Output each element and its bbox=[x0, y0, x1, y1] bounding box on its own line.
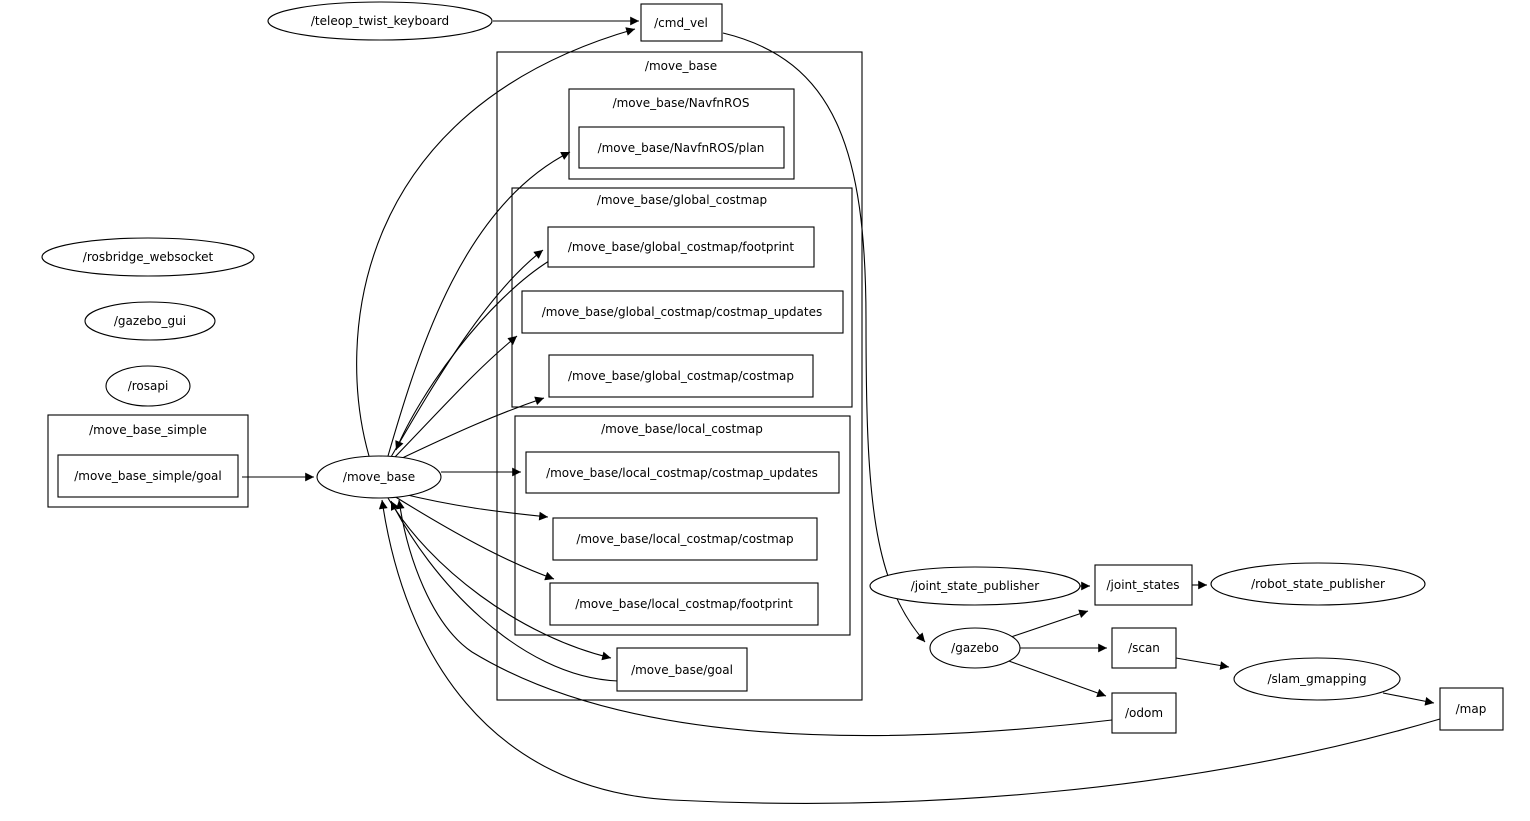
namespace-local-costmap: /move_base/local_costmap bbox=[514, 415, 851, 636]
node-move-base-label: /move_base bbox=[343, 470, 415, 484]
topic-cmd-vel-label: /cmd_vel bbox=[654, 16, 708, 30]
edges bbox=[242, 16, 1441, 804]
edge-move-base-to-global-costmap-updates bbox=[393, 335, 518, 459]
namespace-local-costmap-label: /move_base/local_costmap bbox=[601, 422, 763, 436]
node-gazebo-gui: /gazebo_gui bbox=[84, 301, 216, 341]
edge-goal-to-move-base bbox=[390, 500, 619, 682]
node-rosbridge-websocket: /rosbridge_websocket bbox=[41, 237, 255, 277]
topic-global-footprint: /move_base/global_costmap/footprint bbox=[547, 226, 815, 268]
topic-map: /map bbox=[1439, 687, 1504, 731]
node-slam-gmapping: /slam_gmapping bbox=[1233, 657, 1401, 701]
edge-move-base-to-global-footprint bbox=[390, 249, 544, 458]
node-joint-state-publisher: /joint_state_publisher bbox=[869, 566, 1081, 606]
namespace-global-costmap: /move_base/global_costmap bbox=[511, 187, 853, 408]
node-slam-gmapping-label: /slam_gmapping bbox=[1267, 672, 1366, 686]
topic-move-base-goal: /move_base/goal bbox=[616, 647, 748, 692]
node-teleop-twist-keyboard: /teleop_twist_keyboard bbox=[267, 1, 493, 41]
topic-navfn-plan-label: /move_base/NavfnROS/plan bbox=[598, 141, 765, 155]
namespace-move-base-simple: /move_base_simple bbox=[47, 414, 249, 508]
node-move-base: /move_base bbox=[316, 455, 442, 499]
topic-joint-states: /joint_states bbox=[1094, 564, 1193, 606]
topic-move-base-goal-label: /move_base/goal bbox=[631, 663, 733, 677]
edge-scan-to-slam-gmapping bbox=[1175, 657, 1230, 670]
edge-gazebo-to-odom bbox=[1005, 659, 1107, 698]
edge-move-base-to-local-costmap bbox=[398, 492, 549, 521]
topic-navfn-plan: /move_base/NavfnROS/plan bbox=[578, 126, 785, 169]
edge-global-footprint-to-move-base bbox=[395, 260, 550, 451]
topic-local-costmap-updates-label: /move_base/local_costmap/costmap_updates bbox=[546, 466, 818, 480]
edge-odom-to-move-base bbox=[395, 499, 1113, 737]
node-gazebo-gui-label: /gazebo_gui bbox=[114, 314, 186, 328]
edge-move-base-to-navfn-plan bbox=[387, 151, 571, 457]
edge-cmd-vel-to-gazebo bbox=[722, 32, 926, 643]
topic-local-footprint: /move_base/local_costmap/footprint bbox=[549, 582, 819, 626]
topic-local-costmap-label: /move_base/local_costmap/costmap bbox=[576, 532, 793, 546]
topic-local-footprint-label: /move_base/local_costmap/footprint bbox=[575, 597, 793, 611]
namespace-navfnros-label: /move_base/NavfnROS bbox=[613, 96, 750, 110]
topic-global-costmap-updates: /move_base/global_costmap/costmap_update… bbox=[521, 290, 844, 334]
node-robot-state-publisher: /robot_state_publisher bbox=[1210, 562, 1426, 606]
node-gazebo-label: /gazebo bbox=[951, 641, 999, 655]
topic-global-costmap-label: /move_base/global_costmap/costmap bbox=[568, 369, 794, 383]
edge-map-to-move-base bbox=[378, 499, 1441, 804]
namespace-global-costmap-label: /move_base/global_costmap bbox=[597, 193, 767, 207]
edge-move-base-to-cmd-vel bbox=[356, 27, 636, 457]
topic-move-base-simple-goal-label: /move_base_simple/goal bbox=[74, 469, 221, 483]
topic-local-costmap-updates: /move_base/local_costmap/costmap_updates bbox=[525, 451, 840, 494]
topic-odom-label: /odom bbox=[1125, 706, 1163, 720]
node-rosbridge-websocket-label: /rosbridge_websocket bbox=[83, 250, 214, 264]
topic-map-label: /map bbox=[1456, 702, 1487, 716]
node-teleop-twist-keyboard-label: /teleop_twist_keyboard bbox=[311, 14, 449, 28]
node-robot-state-publisher-label: /robot_state_publisher bbox=[1251, 577, 1385, 591]
topic-odom: /odom bbox=[1111, 692, 1177, 734]
topic-move-base-simple-goal: /move_base_simple/goal bbox=[57, 454, 239, 498]
node-joint-state-publisher-label: /joint_state_publisher bbox=[911, 579, 1040, 593]
topic-global-footprint-label: /move_base/global_costmap/footprint bbox=[568, 240, 795, 254]
namespace-navfnros: /move_base/NavfnROS bbox=[568, 88, 795, 180]
edge-move-base-to-global-costmap bbox=[397, 396, 545, 461]
edge-slam-gmapping-to-map bbox=[1382, 692, 1435, 706]
edge-move-base-to-goal bbox=[387, 497, 612, 661]
node-gazebo: /gazebo bbox=[929, 627, 1021, 669]
namespace-move-base: /move_base bbox=[496, 51, 863, 701]
topic-joint-states-label: /joint_states bbox=[1106, 578, 1179, 592]
edge-gazebo-to-joint-states bbox=[1010, 609, 1089, 638]
topic-cmd-vel: /cmd_vel bbox=[640, 3, 723, 42]
topic-scan-label: /scan bbox=[1128, 641, 1160, 655]
topic-global-costmap: /move_base/global_costmap/costmap bbox=[548, 354, 814, 398]
namespace-move-base-label: /move_base bbox=[645, 59, 717, 73]
node-rosapi-label: /rosapi bbox=[128, 379, 169, 393]
topic-scan: /scan bbox=[1111, 627, 1177, 669]
topic-global-costmap-updates-label: /move_base/global_costmap/costmap_update… bbox=[542, 305, 823, 319]
namespace-move-base-simple-label: /move_base_simple bbox=[89, 423, 207, 437]
node-rosapi: /rosapi bbox=[105, 365, 191, 407]
topic-local-costmap: /move_base/local_costmap/costmap bbox=[552, 517, 818, 561]
edge-move-base-to-local-footprint bbox=[393, 495, 555, 581]
